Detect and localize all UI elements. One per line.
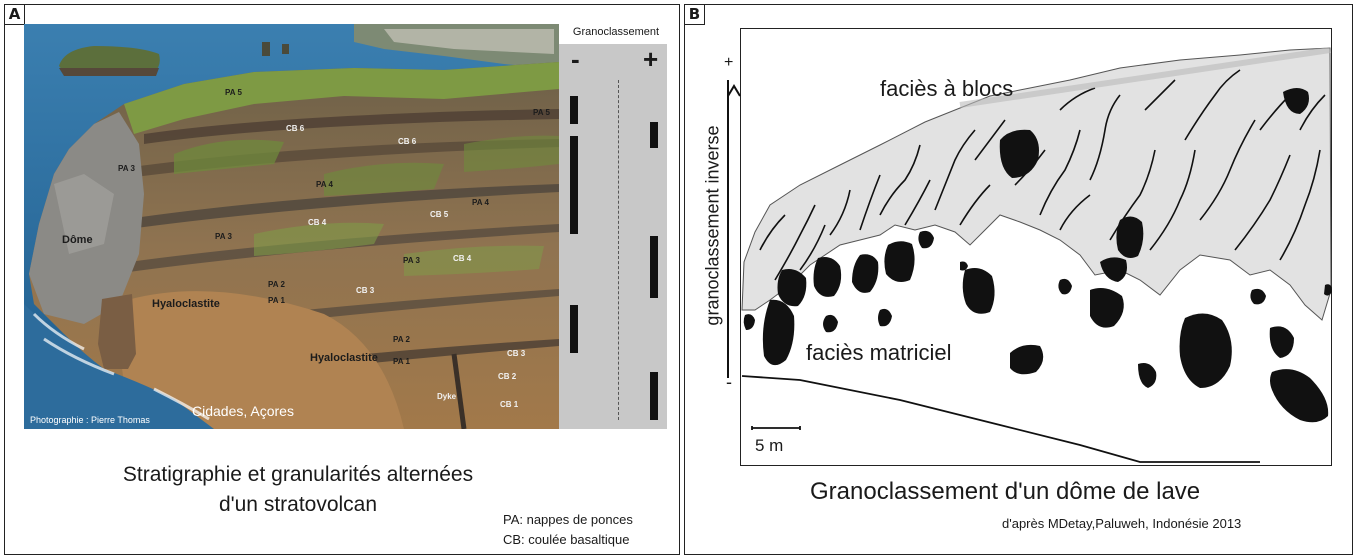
scale-label: 5 m	[755, 436, 784, 455]
photo-location: Cidades, Açores	[192, 403, 294, 419]
label-cb4-mid: CB 4	[308, 218, 327, 227]
panel-b-source: d'après MDetay,Paluweh, Indonésie 2013	[1002, 516, 1242, 531]
label-pa4-mid: PA 4	[316, 180, 333, 189]
gradation-segment	[650, 122, 658, 148]
legend-cb: CB: coulée basaltique	[503, 532, 630, 547]
label-pa4-right: PA 4	[472, 198, 489, 207]
label-pa2-left: PA 2	[268, 280, 285, 289]
gradation-minus: -	[571, 44, 580, 74]
axis-plus-label: +	[724, 54, 734, 71]
label-pa3-left: PA 3	[118, 164, 135, 173]
label-matrix-facies: faciès matriciel	[806, 340, 952, 365]
gradation-divider	[618, 80, 619, 420]
label-pa2-right: PA 2	[393, 335, 410, 344]
label-pa3-right: PA 3	[403, 256, 420, 265]
label-cb5: CB 5	[430, 210, 449, 219]
label-pa5-right: PA 5	[533, 108, 550, 117]
label-cb6-right: CB 6	[398, 137, 417, 146]
gradation-segment	[570, 136, 578, 234]
gradation-segment	[570, 305, 578, 353]
base-profile-line	[741, 375, 1260, 463]
label-cb4-right: CB 4	[453, 254, 472, 263]
label-pa3-mid: PA 3	[215, 232, 232, 241]
axis-label: granoclassement inverse	[702, 125, 723, 326]
blocky-facies-area	[741, 47, 1332, 321]
cliff-photograph	[24, 24, 559, 429]
caption-line-2: d'un stratovolcan	[218, 493, 378, 516]
photo-credit: Photographie : Pierre Thomas	[30, 415, 150, 425]
label-pa1-right: PA 1	[393, 357, 410, 366]
label-hyaloclastite-right: Hyaloclastite	[310, 352, 378, 364]
legend-pa: PA: nappes de ponces	[503, 512, 633, 527]
gradation-title: Granoclassement	[572, 26, 660, 38]
label-hyaloclastite-left: Hyaloclastite	[152, 298, 220, 310]
label-dome: Dôme	[62, 234, 93, 246]
panel-a-caption: Stratigraphie et granularités alternées …	[48, 460, 548, 520]
label-pa5-top: PA 5	[225, 88, 242, 97]
label-cb2: CB 2	[498, 372, 517, 381]
label-pa1-left: PA 1	[268, 296, 285, 305]
gradation-segment	[650, 236, 658, 298]
label-cb3-right: CB 3	[507, 349, 526, 358]
panel-a-legend: PA: nappes de ponces CB: coulée basaltiq…	[503, 510, 633, 550]
panel-a-letter: A	[4, 4, 25, 25]
gradation-segment	[570, 96, 578, 124]
dome-diagram-frame	[740, 28, 1332, 466]
label-blocky-facies: faciès à blocs	[880, 76, 1014, 101]
gradation-segment	[650, 372, 658, 420]
caption-line-1: Stratigraphie et granularités alternées	[122, 463, 474, 486]
panel-b-title: Granoclassement d'un dôme de lave	[810, 478, 1201, 505]
axis-minus-label: -	[726, 372, 732, 392]
scale-bar	[751, 426, 801, 430]
lava-blocks	[743, 88, 1332, 423]
label-cb6-left: CB 6	[286, 124, 305, 133]
label-dyke: Dyke	[437, 392, 457, 401]
gradation-plus: +	[643, 44, 659, 74]
label-cb1: CB 1	[500, 400, 519, 409]
label-cb3-mid: CB 3	[356, 286, 375, 295]
panel-b-letter: B	[684, 4, 705, 25]
